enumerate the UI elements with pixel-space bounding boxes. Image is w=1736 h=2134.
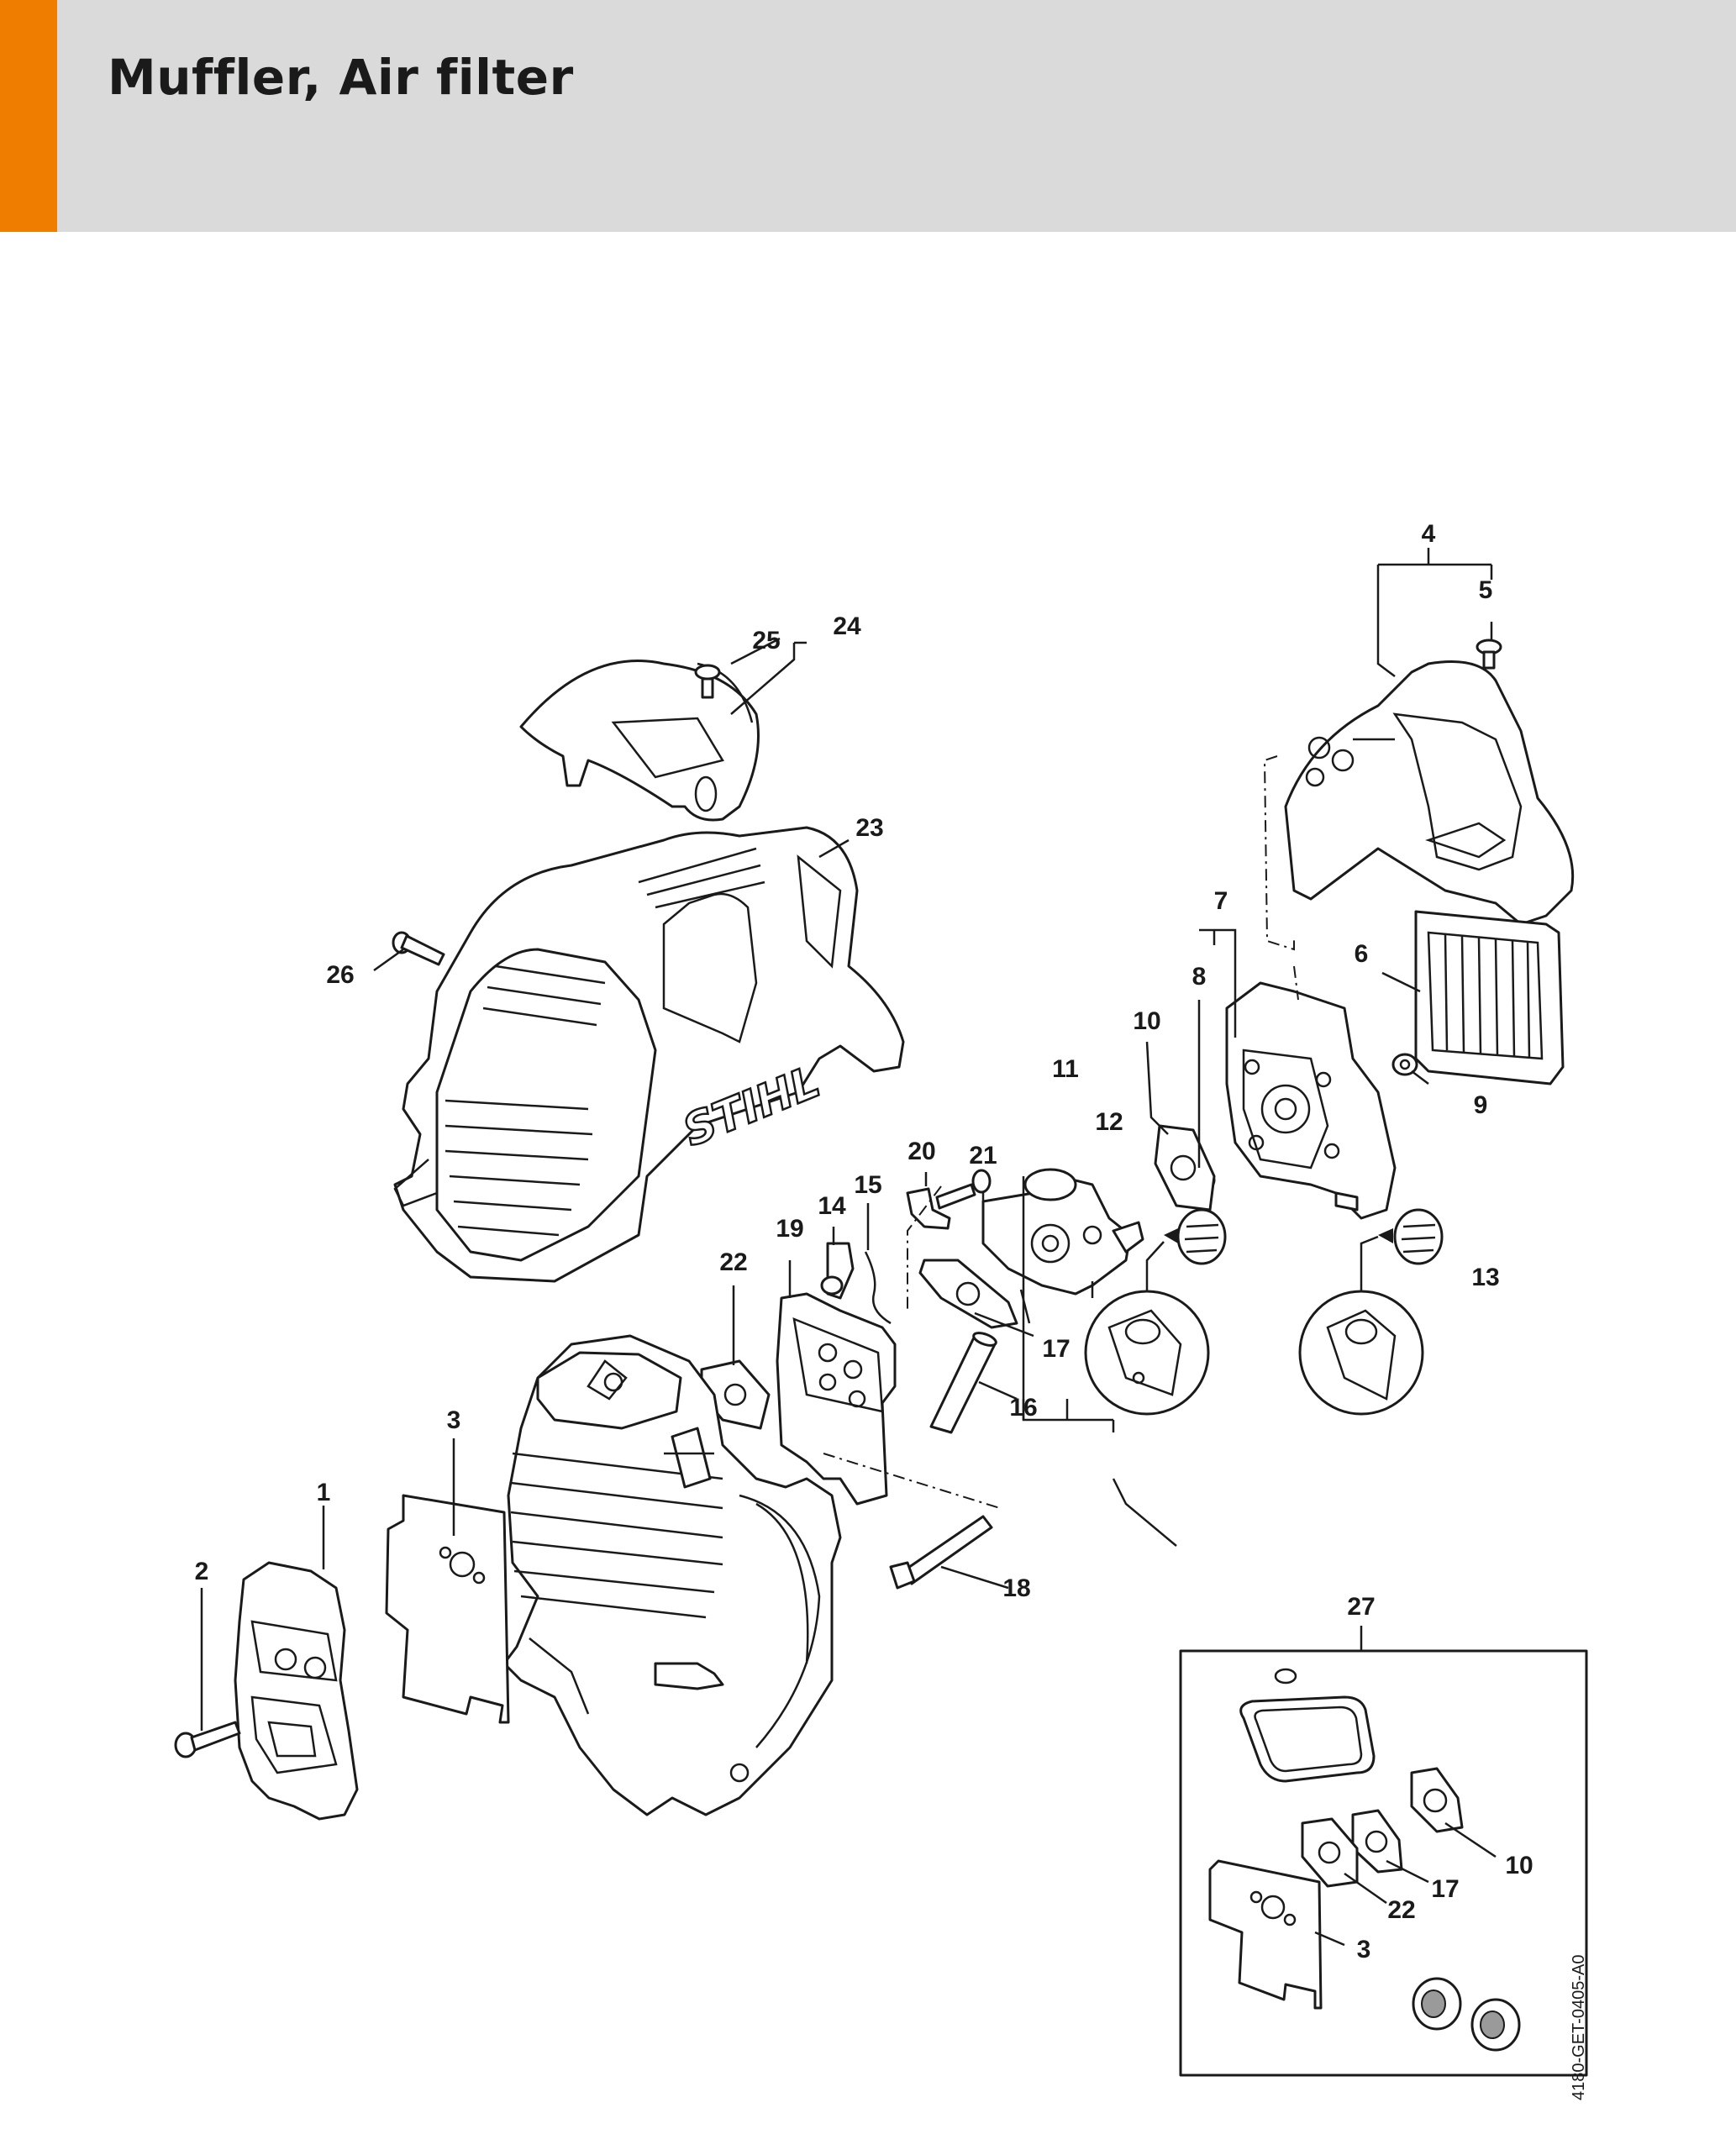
callout-10: 10: [1133, 1007, 1160, 1035]
accent-tab: [0, 0, 57, 232]
callout-23: 23: [855, 814, 883, 842]
callout-4: 4: [1422, 520, 1436, 548]
callout-9: 9: [1474, 1091, 1488, 1119]
callout-15: 15: [854, 1171, 881, 1199]
kit-callout-3: 3: [1357, 1936, 1371, 1963]
part-17-gasket: [918, 1259, 1018, 1329]
callout-19: 19: [776, 1215, 803, 1243]
callout-17: 17: [1042, 1335, 1070, 1363]
part-16-tube: [929, 1332, 997, 1434]
kit-callout-22: 22: [1387, 1896, 1415, 1924]
kit-callout-17: 17: [1431, 1875, 1459, 1903]
part-12-cap: [1164, 1208, 1227, 1265]
callout-8: 8: [1192, 963, 1207, 991]
part-13-cap: [1378, 1208, 1444, 1265]
part-19-intake-manifold: [776, 1292, 897, 1506]
part-11-carburetor: [981, 1168, 1144, 1324]
assembly-line-1: [907, 1185, 942, 1311]
detail-circle-left: [1084, 1241, 1210, 1416]
assembly-line-2: [823, 1453, 1001, 1509]
part-15-spring: [864, 1251, 892, 1325]
part-10-gasket: [1154, 1124, 1216, 1212]
part-27-gasket-kit-box: [1179, 1626, 1588, 2077]
part-2-screw: [174, 1721, 241, 1758]
callout-14: 14: [818, 1192, 846, 1220]
callout-12: 12: [1095, 1108, 1123, 1136]
callout-22: 22: [719, 1248, 747, 1276]
callout-18: 18: [1002, 1574, 1030, 1602]
part-6-air-filter: [1414, 910, 1565, 1085]
callout-21: 21: [969, 1142, 997, 1169]
callout-24: 24: [833, 612, 861, 640]
callout-20: 20: [907, 1138, 935, 1165]
part-25-screw: [694, 664, 721, 699]
callout-1: 1: [317, 1479, 331, 1506]
kit-callout-10: 10: [1505, 1852, 1533, 1879]
part-9-nut: [1391, 1053, 1418, 1076]
callout-16: 16: [1009, 1394, 1037, 1422]
part-3-heat-shield: [385, 1494, 510, 1724]
callout-6: 6: [1355, 940, 1369, 968]
callout-5: 5: [1479, 576, 1493, 604]
part-24-top-cover: [519, 660, 760, 822]
part-5-screw: [1476, 639, 1502, 670]
callout-labels: 4 5 24 25 23 26 7 8 6 10 9 11 12 21 20 1…: [195, 520, 1533, 1963]
detail-circle-right: [1298, 1235, 1424, 1416]
document-number: 4180-GET-0405-A0: [1570, 1955, 1588, 2100]
callout-26: 26: [326, 961, 354, 989]
part-20-bracket: [906, 1187, 951, 1230]
assembly-line-3: [1263, 755, 1299, 1001]
part-1-muffler: [234, 1561, 359, 1821]
part-21-screw: [935, 1169, 992, 1210]
callout-3: 3: [447, 1406, 461, 1434]
callout-11: 11: [1052, 1055, 1079, 1083]
part-7-filter-base: [1225, 981, 1397, 1220]
callout-27: 27: [1347, 1593, 1375, 1621]
callout-25: 25: [752, 627, 780, 654]
part-14-lever: [820, 1242, 855, 1300]
leader-lines: [200, 548, 1497, 1947]
part-4-air-filter-cover: [1284, 660, 1575, 926]
page-title: Muffler, Air filter: [108, 49, 574, 106]
engine-cylinder-crankcase: [502, 1334, 842, 1816]
part-18-bolt: [889, 1515, 993, 1590]
part-26-screw: [392, 931, 445, 966]
header-bar: [0, 0, 1736, 232]
callout-13: 13: [1471, 1264, 1499, 1291]
callout-7: 7: [1214, 887, 1228, 915]
callout-2: 2: [195, 1558, 209, 1585]
